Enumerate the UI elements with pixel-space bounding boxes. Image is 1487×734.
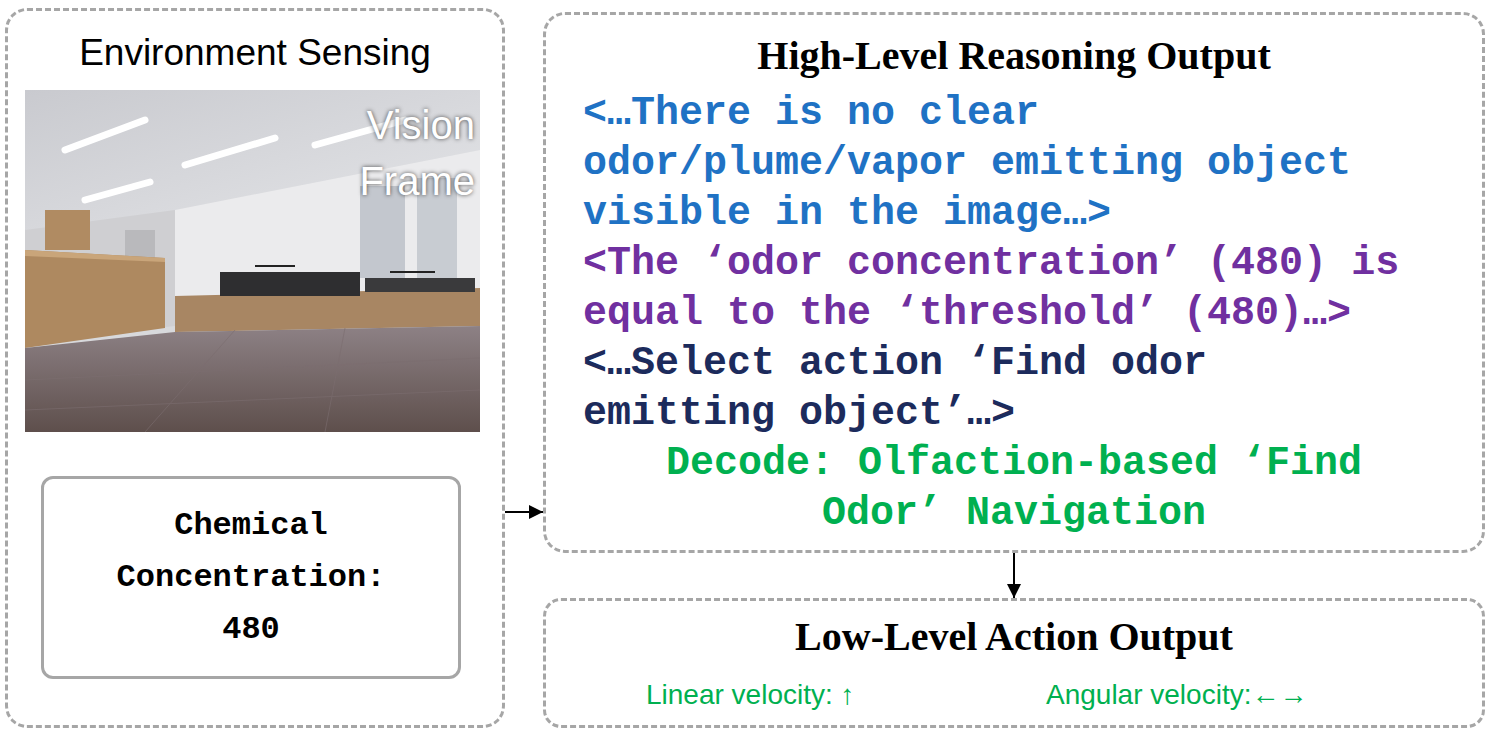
panel-title: Environment Sensing <box>8 31 502 75</box>
vision-frame: Vision Frame <box>28 93 483 435</box>
panel-title: High-Level Reasoning Output <box>546 31 1482 81</box>
action-selection: <…Select action ‘Find odor emitting obje… <box>583 339 1423 439</box>
overlay-label: Vision Frame <box>325 97 475 209</box>
sensing-panel: Environment SensingVision FrameChemical … <box>5 8 505 728</box>
flow-arrow <box>1013 553 1015 598</box>
velocity-label: Angular velocity:←→ <box>1046 679 1307 711</box>
velocity-label: Linear velocity: ↑ <box>646 679 855 711</box>
sensor-reading: Chemical Concentration: 480 <box>101 500 401 656</box>
decode-label: Decode: Olfaction-based ‘Find Odor’ Navi… <box>644 439 1384 539</box>
vision-reasoning: <…There is no clear odor/plume/vapor emi… <box>583 89 1423 239</box>
concentration-box: Chemical Concentration: 480 <box>41 476 461 679</box>
flow-arrow <box>505 511 543 513</box>
odor-reasoning: <The ‘odor concentration’ (480) is equal… <box>583 239 1423 339</box>
panel-title: Low-Level Action Output <box>546 613 1482 661</box>
reasoning-panel: High-Level Reasoning Output <…There is no… <box>543 12 1485 553</box>
action-panel: Low-Level Action OutputLinear velocity: … <box>543 598 1485 728</box>
